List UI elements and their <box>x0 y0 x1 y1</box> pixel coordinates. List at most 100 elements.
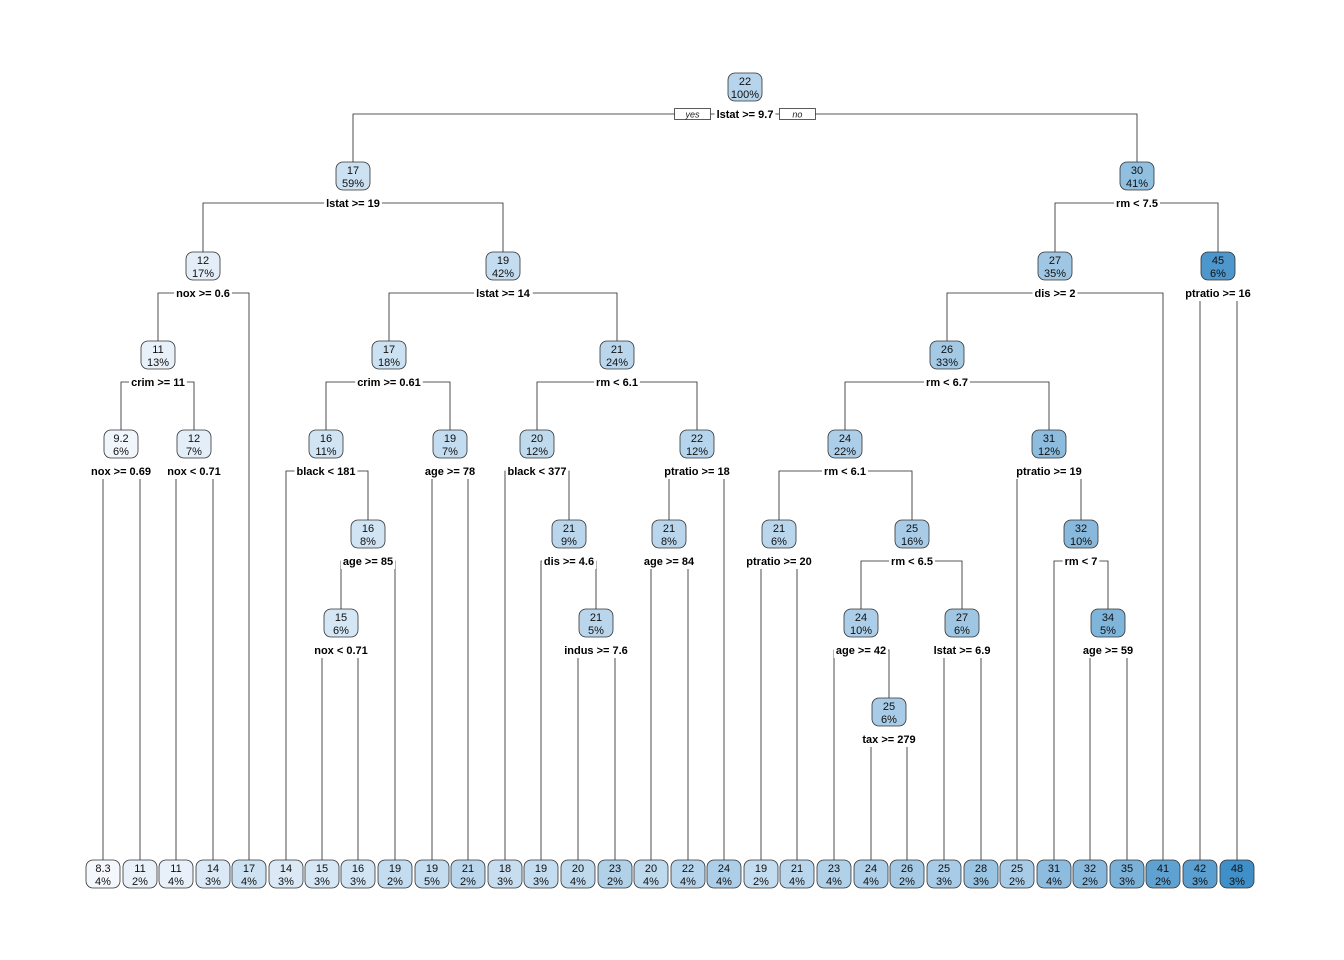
split-label-background <box>822 465 868 479</box>
split-label-group: ptratio >= 20 <box>744 555 814 569</box>
edge-no <box>962 649 982 860</box>
split-label: crim >= 11 <box>131 377 185 389</box>
node-box <box>853 859 889 889</box>
node-percent: 16% <box>901 536 923 548</box>
node-box <box>103 429 139 459</box>
node-box <box>414 859 450 889</box>
split-label-group: age >= 78 <box>422 465 478 479</box>
node-value: 31 <box>1043 433 1055 445</box>
split-label-group: rm < 7 <box>1062 555 1100 569</box>
split-label-group: ptratio >= 19 <box>1014 465 1084 479</box>
node-box <box>633 859 669 889</box>
node-box <box>487 859 523 889</box>
node-percent: 6% <box>113 446 129 458</box>
edge-yes <box>540 560 569 860</box>
node-value: 27 <box>956 612 968 624</box>
decision-node: 456% <box>1200 251 1236 281</box>
split-label-background <box>931 644 993 658</box>
node-box <box>185 251 221 281</box>
node-percent: 3% <box>278 876 294 888</box>
node-box <box>651 519 687 549</box>
split-label-background <box>340 555 396 569</box>
decision-node: 127% <box>176 429 212 459</box>
split-label: indus >= 7.6 <box>564 645 628 657</box>
node-value: 22 <box>691 433 703 445</box>
leaf-node: 153% <box>304 859 340 889</box>
edge-no <box>1218 292 1238 860</box>
edge-no <box>947 381 1050 430</box>
leaf-node: 114% <box>158 859 194 889</box>
split-label-group: nox >= 0.6 <box>174 287 232 301</box>
leaf-node: 8.34% <box>85 859 121 889</box>
node-box <box>335 161 371 191</box>
node-percent: 6% <box>881 714 897 726</box>
split-label-background <box>924 376 970 390</box>
node-value: 24 <box>865 863 877 875</box>
node-box <box>158 859 194 889</box>
node-box <box>560 859 596 889</box>
edge-yes <box>536 381 617 430</box>
leaf-node: 163% <box>340 859 376 889</box>
node-value: 11 <box>170 863 181 875</box>
node-percent: 4% <box>789 876 805 888</box>
split-label-background <box>889 555 935 569</box>
node-value: 42 <box>1194 863 1206 875</box>
node-value: 14 <box>280 863 292 875</box>
decision-node: 219% <box>551 519 587 549</box>
node-value: 32 <box>1084 863 1096 875</box>
leaf-node: 412% <box>1145 859 1181 889</box>
node-box <box>1182 859 1218 889</box>
split-label: age >= 59 <box>1083 645 1133 657</box>
leaf-node: 143% <box>195 859 231 889</box>
edge-yes <box>388 292 503 341</box>
split-label-background <box>174 287 232 301</box>
node-box <box>743 859 779 889</box>
edge-yes <box>102 470 121 860</box>
split-label-background <box>1062 555 1100 569</box>
leaf-node: 192% <box>377 859 413 889</box>
node-percent: 4% <box>643 876 659 888</box>
node-box <box>1119 161 1155 191</box>
node-value: 25 <box>906 523 918 535</box>
node-box <box>1072 859 1108 889</box>
node-percent: 42% <box>492 268 514 280</box>
node-value: 21 <box>663 523 675 535</box>
node-box <box>1090 608 1126 638</box>
leaf-node: 253% <box>926 859 962 889</box>
node-percent: 2% <box>753 876 769 888</box>
split-label: nox < 0.71 <box>314 645 368 657</box>
node-value: 19 <box>755 863 767 875</box>
edge-no <box>368 560 396 860</box>
node-value: 25 <box>1011 863 1023 875</box>
split-label-background <box>1080 644 1136 658</box>
decision-node: 215% <box>578 608 614 638</box>
node-percent: 3% <box>205 876 221 888</box>
node-value: 20 <box>531 433 543 445</box>
decision-node: 216% <box>761 519 797 549</box>
edge-yes <box>1089 649 1108 860</box>
no-tag-box <box>779 108 816 120</box>
node-value: 18 <box>499 863 511 875</box>
node-box <box>816 859 852 889</box>
split-label-background <box>474 287 533 301</box>
split-label-group: nox < 0.71 <box>165 465 223 479</box>
leaf-node: 314% <box>1036 859 1072 889</box>
node-box <box>944 608 980 638</box>
edge-no <box>1137 202 1219 252</box>
node-percent: 7% <box>442 446 458 458</box>
split-label-background <box>324 197 382 211</box>
split-label-background <box>165 465 223 479</box>
node-box <box>432 429 468 459</box>
node-value: 17 <box>383 344 395 356</box>
split-label-background <box>714 108 776 122</box>
node-box <box>350 519 386 549</box>
leaf-node: 423% <box>1182 859 1218 889</box>
node-box <box>1036 859 1072 889</box>
yes-tag-text: yes <box>685 110 701 120</box>
split-label: lstat >= 6.9 <box>934 645 991 657</box>
node-value: 26 <box>901 863 913 875</box>
node-value: 19 <box>389 863 401 875</box>
leaf-node: 183% <box>487 859 523 889</box>
